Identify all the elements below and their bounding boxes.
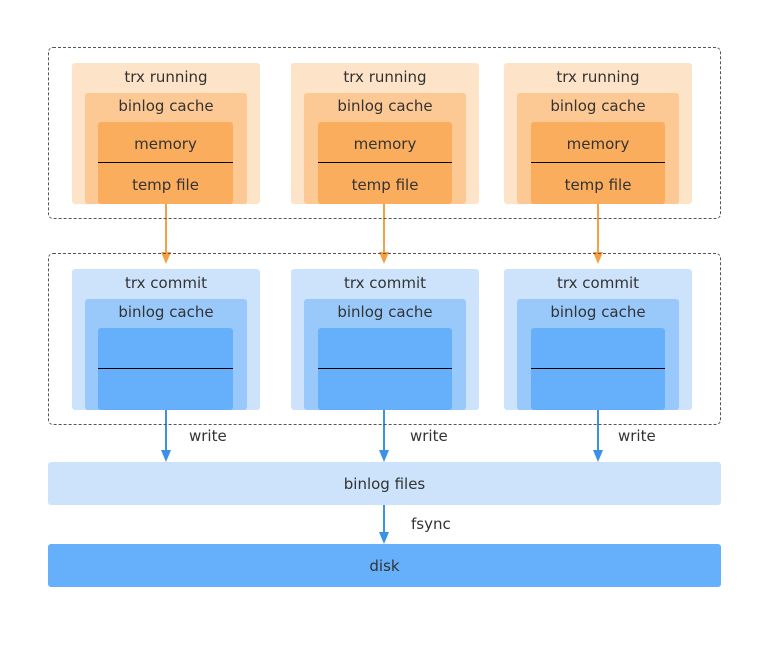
memory-label: memory [134, 135, 197, 153]
commit-to-files-arrows [161, 410, 603, 462]
binlog-cache-box: binlog cache [85, 299, 247, 410]
arrowhead-running-commit-1 [161, 252, 171, 264]
binlog-cache-label: binlog cache [337, 97, 433, 115]
trx-running-title: trx running [343, 68, 427, 86]
cache-divider [98, 368, 233, 369]
memory-temp-divider [98, 162, 233, 163]
binlog-cache-label: binlog cache [118, 97, 214, 115]
binlog-cache-label: binlog cache [550, 97, 646, 115]
trx-commit-title: trx commit [125, 274, 207, 292]
disk-bar: disk [48, 544, 721, 587]
binlog-cache-label: binlog cache [337, 303, 433, 321]
trx-running-box-1: trx running binlog cache memory temp fil… [72, 63, 260, 204]
temp-file-label: temp file [564, 176, 632, 194]
arrowhead-running-commit-3 [593, 252, 603, 264]
trx-commit-title: trx commit [344, 274, 426, 292]
arrowhead-write-1 [161, 450, 171, 462]
memory-label: memory [353, 135, 417, 153]
disk-label: disk [369, 557, 400, 575]
trx-commit-box-3: trx commit binlog cache [504, 269, 692, 410]
arrowhead-fsync [379, 532, 389, 544]
write-label-3: write [618, 427, 656, 445]
cache-storage-box [98, 328, 233, 410]
trx-running-box-2: trx running binlog cache memory temp fil… [291, 63, 479, 204]
cache-divider [531, 368, 665, 369]
binlog-cache-label: binlog cache [118, 303, 214, 321]
cache-storage-box: memory temp file [531, 122, 665, 204]
binlog-cache-box: binlog cache memory temp file [517, 93, 679, 204]
cache-storage-box: memory temp file [98, 122, 233, 204]
arrowhead-write-3 [593, 450, 603, 462]
trx-running-title: trx running [556, 68, 640, 86]
arrowhead-write-2 [379, 450, 389, 462]
binlog-files-bar: binlog files [48, 462, 721, 505]
arrowhead-running-commit-2 [379, 252, 389, 264]
trx-running-group [48, 47, 721, 219]
trx-running-box-3: trx running binlog cache memory temp fil… [504, 63, 692, 204]
write-label-2: write [410, 427, 448, 445]
cache-divider [318, 368, 452, 369]
trx-commit-box-1: trx commit binlog cache [72, 269, 260, 410]
binlog-cache-box: binlog cache memory temp file [85, 93, 247, 204]
trx-commit-box-2: trx commit binlog cache [291, 269, 479, 410]
temp-file-label: temp file [132, 176, 199, 194]
memory-temp-divider [531, 162, 665, 163]
trx-commit-group [48, 253, 721, 425]
binlog-cache-box: binlog cache [517, 299, 679, 410]
memory-temp-divider [318, 162, 452, 163]
binlog-cache-box: binlog cache memory temp file [304, 93, 466, 204]
binlog-cache-box: binlog cache [304, 299, 466, 410]
binlog-files-label: binlog files [343, 475, 426, 493]
cache-storage-box: memory temp file [318, 122, 452, 204]
write-label-1: write [189, 427, 227, 445]
memory-label: memory [566, 135, 630, 153]
cache-storage-box [531, 328, 665, 410]
trx-commit-title: trx commit [557, 274, 639, 292]
binlog-cache-label: binlog cache [550, 303, 646, 321]
cache-storage-box [318, 328, 452, 410]
temp-file-label: temp file [351, 176, 419, 194]
trx-running-title: trx running [124, 68, 208, 86]
running-to-commit-arrows [161, 204, 603, 264]
fsync-label: fsync [411, 515, 451, 533]
